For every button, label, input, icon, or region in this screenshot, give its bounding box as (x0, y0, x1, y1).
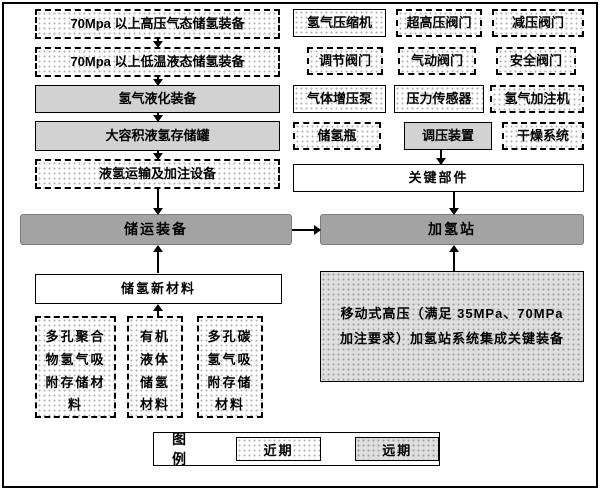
node-high-pressure-gas-storage: 70Mpa 以上高压气态储氢装备 (35, 9, 280, 39)
node-material-porous-polymer: 多孔聚合物氢气吸附存储材料 (35, 316, 116, 418)
node-cryogenic-liquid-storage: 70Mpa 以上低温液态储氢装备 (35, 47, 280, 77)
node-pneumatic-valve: 气动阀门 (398, 47, 476, 75)
legend-near-term-chip: 近期 (235, 437, 322, 461)
node-storage-materials-hub: 储氢新材料 (35, 274, 282, 304)
node-material-porous-carbon: 多孔碳氢气吸附存储材料 (197, 316, 263, 418)
arrow-chain-2 (152, 77, 163, 86)
node-hydrogen-compressor: 氢气压缩机 (293, 9, 386, 37)
legend-title: 图例 (172, 431, 188, 467)
node-gas-booster-pump: 气体增压泵 (293, 85, 386, 113)
arrow-chain-1 (152, 39, 163, 48)
node-storage-transport-hub: 储运装备 (20, 214, 292, 245)
arrow-system-to-station (448, 245, 459, 271)
arrow-chain-to-storage-hub (152, 189, 163, 215)
node-refueling-station-hub: 加氢站 (320, 214, 584, 245)
node-ultra-high-pressure-valve: 超高压阀门 (396, 9, 482, 37)
arrow-chain-4 (152, 151, 163, 160)
legend-box: 图例 近期 远期 (153, 431, 440, 467)
arrow-materials-hub-to-storage-hub (152, 245, 163, 273)
node-liquid-hydrogen-tank: 大容积液氢存储罐 (35, 121, 280, 151)
arrow-key-components-to-station (448, 192, 459, 215)
node-key-components: 关键部件 (293, 164, 584, 192)
node-safety-valve: 安全阀门 (496, 47, 576, 75)
arrow-chain-3 (152, 113, 163, 122)
node-hydrogen-dispenser: 氢气加注机 (490, 85, 584, 113)
arrow-grid-to-key-components (435, 150, 446, 165)
legend-far-term-chip: 远期 (355, 437, 439, 461)
node-material-organic-liquid: 有机液体储氢材料 (127, 316, 183, 418)
node-drying-system: 干燥系统 (502, 122, 584, 150)
node-pressure-regulating-device: 调压装置 (404, 122, 492, 150)
node-hydrogen-cylinder: 储氢瓶 (293, 122, 381, 150)
node-liquid-hydrogen-transport: 液氢运输及加注设备 (35, 159, 280, 189)
node-regulating-valve: 调节阀门 (307, 47, 383, 75)
node-pressure-reducing-valve: 减压阀门 (492, 9, 584, 37)
node-pressure-sensor: 压力传感器 (394, 85, 484, 113)
node-hydrogen-liquefaction: 氢气液化装备 (35, 85, 280, 113)
arrow-storage-hub-to-station (292, 224, 321, 235)
arrow-materials-to-materials-hub (152, 304, 163, 316)
node-mobile-station-system: 移动式高压（满足 35MPa、70MPa 加注要求）加氢站系统集成关键装备 (320, 271, 584, 382)
